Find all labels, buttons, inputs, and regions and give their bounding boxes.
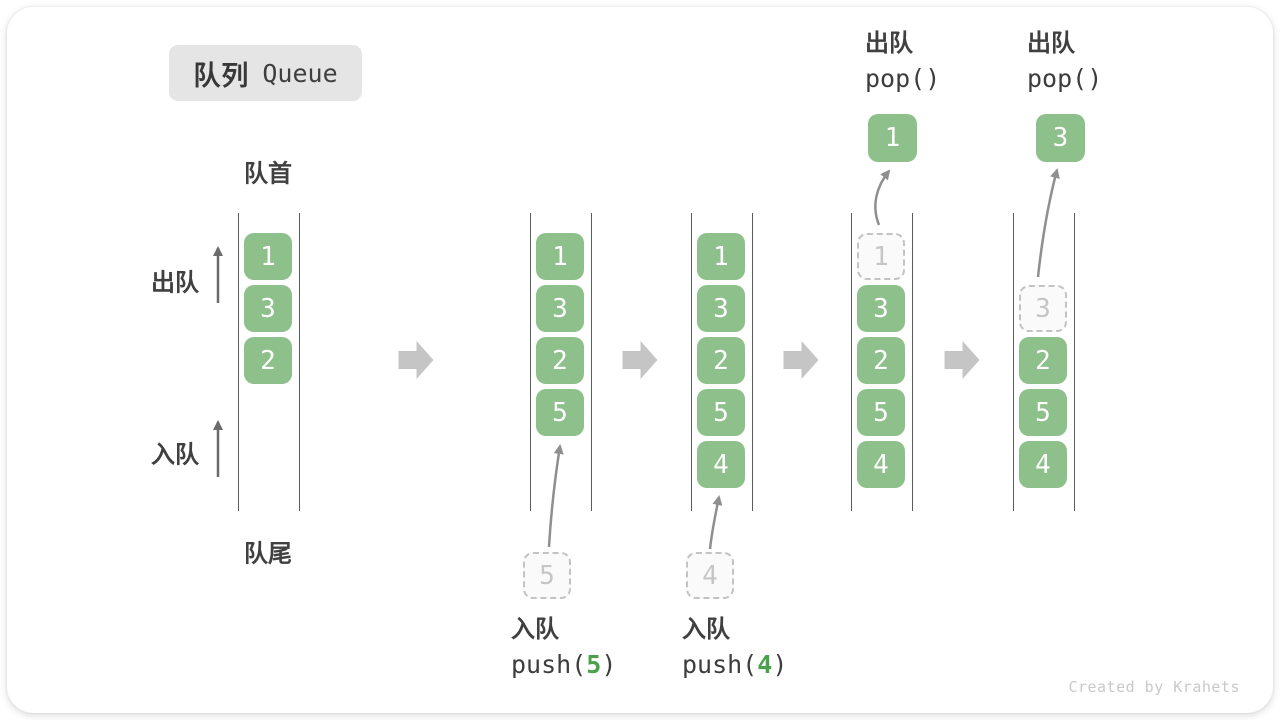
enqueue-op-label: 入队 push(4): [682, 616, 787, 679]
queue-slot: 1: [697, 233, 745, 280]
label-dequeue-side: 出队: [151, 269, 199, 297]
enqueue-op-code-part: push(: [682, 650, 758, 679]
queue-slot: 2: [536, 337, 584, 384]
title-en: Queue: [262, 58, 338, 88]
queue-slot: 4: [697, 441, 745, 488]
queue-slot: 3: [244, 285, 292, 332]
queue-slot: 3: [536, 285, 584, 332]
label-queue-front: 队首: [244, 160, 292, 188]
state-transition-arrow-icon: [783, 341, 819, 379]
state-transition-arrow-icon: [944, 341, 980, 379]
queue-slot: 2: [697, 337, 745, 384]
enqueue-arrow: [708, 495, 723, 550]
enqueue-op-code: push(4): [682, 651, 787, 679]
watermark: Created by Krahets: [1068, 678, 1240, 696]
queue-channel-left-line: [850, 213, 852, 511]
label-queue-rear: 队尾: [244, 540, 292, 568]
queue-slot: 2: [1019, 337, 1067, 384]
queue-slot: 1: [244, 233, 292, 280]
queue-channel-right-line: [751, 213, 753, 511]
label-enqueue-side: 入队: [151, 441, 199, 469]
enqueue-op-code-part: ): [772, 650, 788, 679]
dequeue-op-code: pop(): [865, 64, 941, 93]
queue-slot: 3: [1019, 285, 1067, 332]
popped-value-box: 3: [1036, 114, 1085, 162]
dequeue-op-label: 出队 pop(): [865, 30, 940, 93]
dequeue-op-label: 出队 pop(): [1027, 30, 1102, 93]
title-zh: 队列: [193, 60, 250, 91]
queue-slot: 4: [1019, 441, 1067, 488]
enqueue-op-code-part: ): [601, 650, 617, 679]
enqueue-op-code-part: 5: [586, 650, 602, 679]
queue-slot: 5: [1019, 389, 1067, 436]
enqueue-op-code-part: push(: [511, 650, 587, 679]
queue-channel-left-line: [1012, 213, 1014, 511]
incoming-value-box: 5: [523, 552, 571, 599]
state-transition-arrow-icon: [622, 341, 658, 379]
enqueue-op-zh: 入队: [511, 616, 559, 643]
enqueue-op-code: push(5): [511, 651, 616, 679]
dequeue-arrow: [1036, 168, 1060, 278]
queue-slot: 2: [857, 337, 905, 384]
queue-slot: 1: [536, 233, 584, 280]
queue-slot: 2: [244, 337, 292, 384]
queue-channel-left-line: [237, 213, 239, 511]
queue-channel-right-line: [911, 213, 913, 511]
enqueue-op-label: 入队 push(5): [511, 616, 616, 679]
enqueue-arrow: [547, 444, 564, 548]
enqueue-op-zh: 入队: [682, 616, 730, 643]
queue-channel-right-line: [1073, 213, 1075, 511]
queue-slot: 5: [697, 389, 745, 436]
queue-slot: 4: [857, 441, 905, 488]
queue-slot: 3: [697, 285, 745, 332]
incoming-value-box: 4: [686, 552, 734, 599]
dequeue-op-code: pop(): [1027, 64, 1103, 93]
enqueue-op-code-part: 4: [757, 650, 773, 679]
queue-channel-right-line: [298, 213, 300, 511]
dequeue-op-zh: 出队: [865, 30, 913, 57]
state-transition-arrow-icon: [398, 341, 434, 379]
title-badge: 队列 Queue: [169, 45, 362, 101]
queue-slot: 3: [857, 285, 905, 332]
queue-slot: 5: [536, 389, 584, 436]
queue-slot: 5: [857, 389, 905, 436]
queue-channel-left-line: [690, 213, 692, 511]
dequeue-op-zh: 出队: [1027, 30, 1075, 57]
queue-channel-left-line: [529, 213, 531, 511]
popped-value-box: 1: [868, 114, 917, 162]
queue-channel-right-line: [590, 213, 592, 511]
queue-slot: 1: [857, 233, 905, 280]
dequeue-arrow: [874, 169, 891, 226]
